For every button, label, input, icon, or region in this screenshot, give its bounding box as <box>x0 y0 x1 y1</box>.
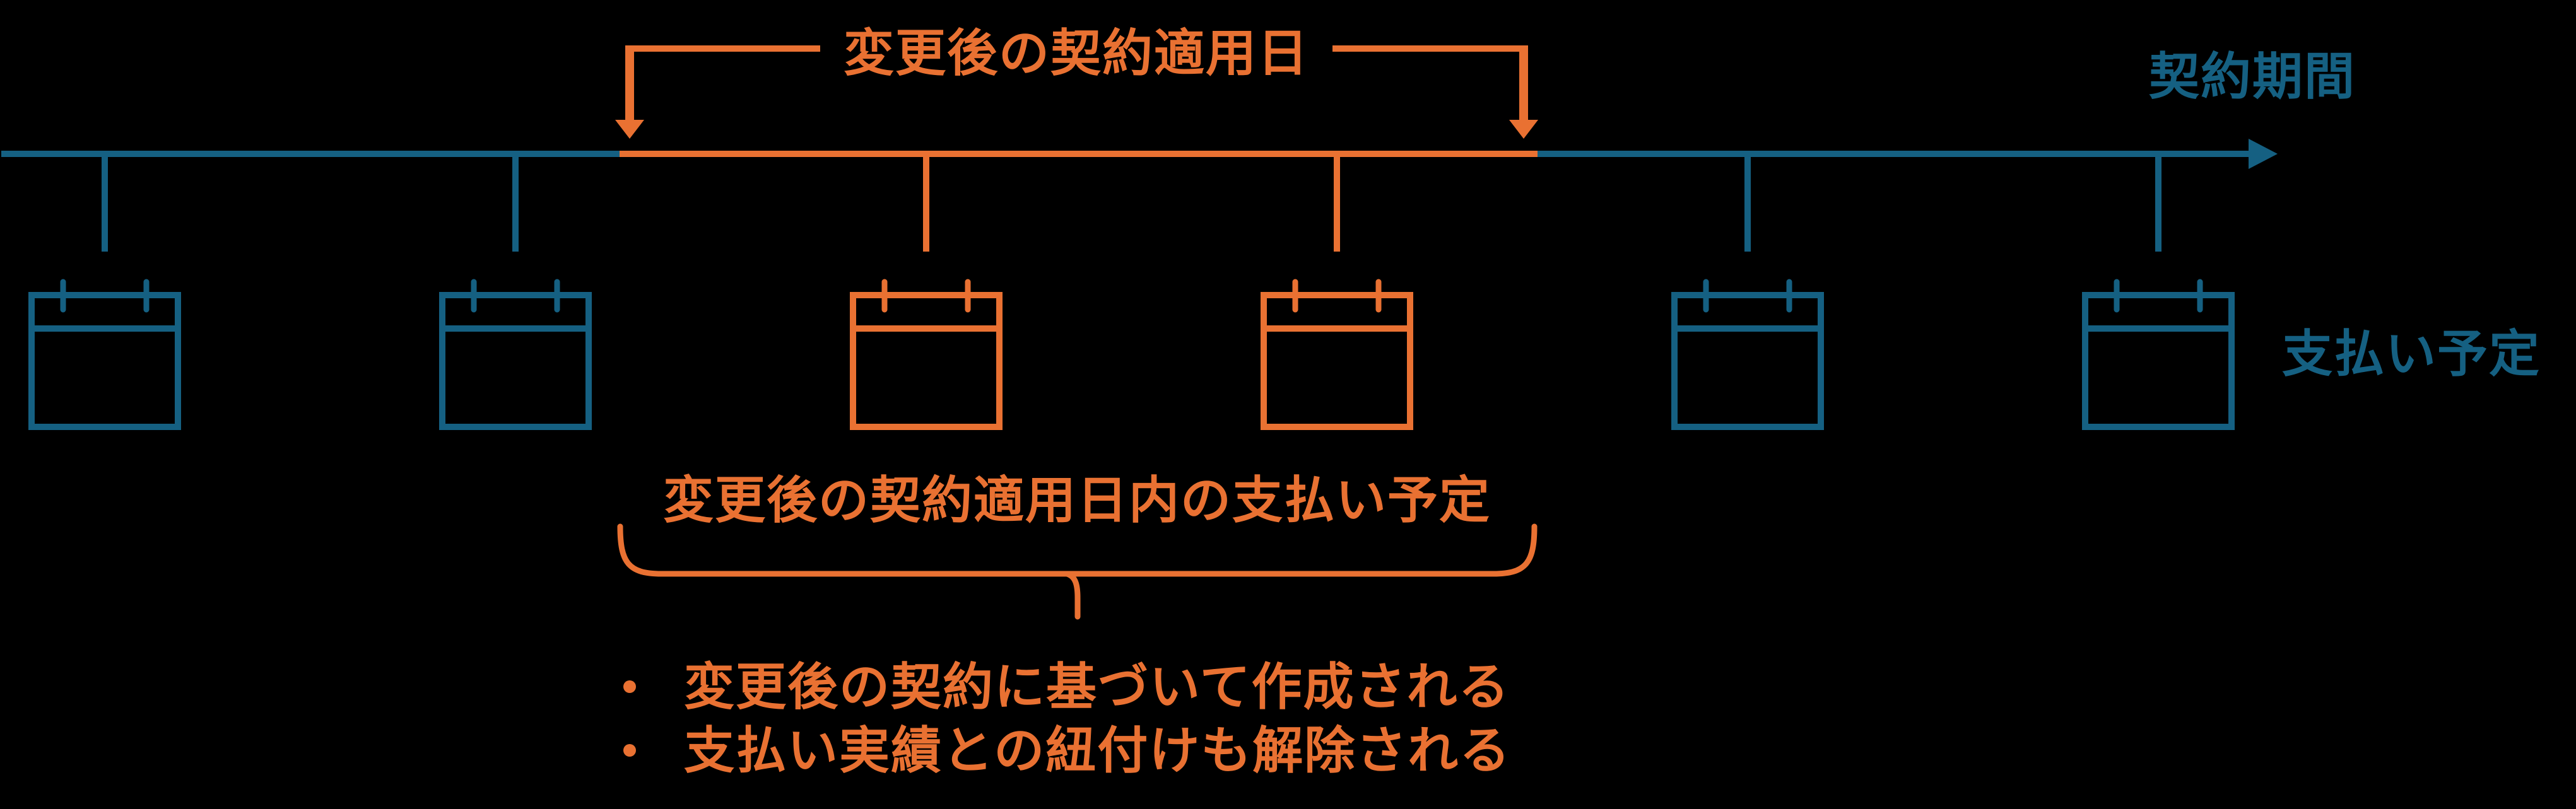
applied-date-label: 変更後の契約適用日 <box>844 25 1309 81</box>
brace-icon <box>617 523 1538 620</box>
timeline-arrowhead-icon <box>2249 139 2278 169</box>
payment-ticks <box>102 157 2161 252</box>
bullet-icon <box>623 744 636 757</box>
calendar-icon <box>439 279 592 430</box>
applied-date-bracket: 変更後の契約適用日 <box>615 25 1538 139</box>
calendar-icon <box>850 279 1003 430</box>
note-item-1: 変更後の契約に基づいて作成される <box>684 659 1510 715</box>
payment-brace: 変更後の契約適用日内の支払い予定 <box>617 472 1538 620</box>
calendar-icon <box>1671 279 1824 430</box>
calendar-icon <box>28 279 181 430</box>
contract-period-label: 契約期間 <box>2149 49 2356 105</box>
note-item-2: 支払い実績との紐付けも解除される <box>684 723 1511 779</box>
notes-list: 変更後の契約に基づいて作成される 支払い実績との紐付けも解除される <box>623 659 1511 779</box>
calendar-icon <box>2082 279 2235 430</box>
calendar-icons <box>28 279 2235 430</box>
bracket-end-arrow-icon <box>1509 120 1538 139</box>
brace-label: 変更後の契約適用日内の支払い予定 <box>663 472 1491 528</box>
calendar-icon <box>1261 279 1413 430</box>
payment-schedule-label: 支払い予定 <box>2282 326 2541 382</box>
bullet-icon <box>623 680 636 693</box>
timeline-axis <box>1 139 2278 169</box>
bracket-start-arrow-icon <box>615 120 644 139</box>
